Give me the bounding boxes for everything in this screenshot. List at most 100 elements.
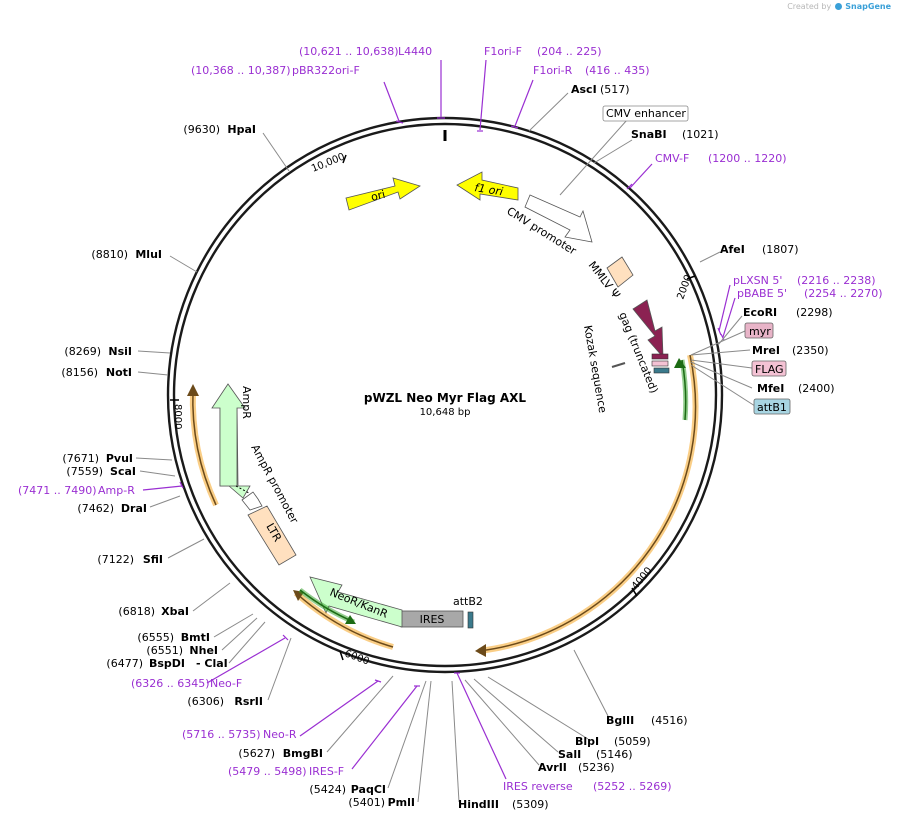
- green-orf-arrow[interactable]: [681, 359, 687, 421]
- site-sali-pos: (5146): [596, 748, 633, 761]
- tick-4000: [631, 587, 638, 597]
- tick-6000: [339, 650, 344, 661]
- watermark: Created by SnapGene: [787, 2, 891, 11]
- primer-plxsn-name[interactable]: pLXSN 5': [733, 274, 782, 287]
- cmv-enhancer-box[interactable]: [602, 105, 689, 122]
- site-bspdi-name[interactable]: BspDI: [149, 657, 185, 670]
- site-hpai-name[interactable]: HpaI: [227, 123, 256, 136]
- site-hpai-pos: (9630): [183, 123, 220, 136]
- primer-neo-f-range: (6326 .. 6345): [131, 677, 210, 690]
- primer-ires-reverse-name[interactable]: IRES reverse: [503, 780, 573, 793]
- primer-pbr322ori-f-range: (10,368 .. 10,387): [191, 64, 291, 77]
- leader-snabi: [593, 139, 633, 164]
- primer-f1ori-r-name[interactable]: F1ori-R: [533, 64, 573, 77]
- primer-ires-f-name[interactable]: IRES-F: [309, 765, 344, 778]
- cmv-promoter-arrow[interactable]: [524, 194, 593, 243]
- primer-neo-r-range: (5716 .. 5735): [182, 728, 261, 741]
- leader-neo-f: [206, 637, 286, 684]
- site-paqci-name[interactable]: PaqCI: [351, 783, 386, 796]
- amp-orf-arrow[interactable]: [192, 389, 217, 506]
- site-snabi-name[interactable]: SnaBI: [631, 128, 667, 141]
- leader-pbabe: [722, 297, 736, 338]
- site-blpi-name[interactable]: BlpI: [575, 735, 599, 748]
- ori-arrow[interactable]: [345, 177, 421, 211]
- mmlv-psi-box[interactable]: [606, 256, 634, 288]
- myr-block[interactable]: [651, 353, 669, 360]
- site-sfii-pos: (7122): [97, 553, 134, 566]
- site-mlui-name[interactable]: MluI: [135, 248, 162, 261]
- ampr-promoter-arrow[interactable]: [241, 491, 263, 511]
- site-sfii-name[interactable]: SfiI: [143, 553, 163, 566]
- f1-ori-arrow[interactable]: [456, 171, 519, 201]
- neo-orf-arrow[interactable]: [295, 592, 394, 648]
- primer-neo-f-name[interactable]: Neo-F: [210, 677, 242, 690]
- primer-pbabe-name[interactable]: pBABE 5': [737, 287, 787, 300]
- primer-l4440-name[interactable]: L4440: [398, 45, 432, 58]
- leader-paqci: [387, 680, 427, 789]
- backbone-inner: [172, 122, 718, 668]
- leader-bglii: [573, 649, 609, 717]
- site-ecori-name[interactable]: EcoRI: [743, 306, 777, 319]
- site-rsrii-name[interactable]: RsrII: [234, 695, 263, 708]
- site-hindiii-name[interactable]: HindIII: [458, 798, 499, 811]
- flag-box[interactable]: [751, 360, 787, 377]
- primer-amp-r-name[interactable]: Amp-R: [98, 484, 135, 497]
- plasmid-name: pWZL Neo Myr Flag AXL: [364, 391, 527, 405]
- leader-drai: [149, 495, 181, 508]
- site-avrii-pos: (5236): [578, 761, 615, 774]
- ampr-arrow[interactable]: [211, 383, 246, 487]
- attb1-block[interactable]: [653, 367, 670, 374]
- site-sali-name[interactable]: SalI: [558, 748, 581, 761]
- leader-pmli: [417, 680, 432, 803]
- ltr-box[interactable]: [247, 505, 297, 566]
- primer-pbr322ori-f-name[interactable]: pBR322ori-F: [292, 64, 360, 77]
- leader-flag: [690, 359, 753, 369]
- site-xbai-name[interactable]: XbaI: [161, 605, 189, 618]
- attb2-block[interactable]: [467, 611, 474, 629]
- site-scai-name[interactable]: ScaI: [110, 465, 136, 478]
- snapgene-logo-icon: [834, 3, 842, 10]
- site-nsii-name[interactable]: NsiI: [108, 345, 132, 358]
- attb1-box[interactable]: [753, 398, 791, 415]
- site-pvui-name[interactable]: PvuI: [106, 452, 133, 465]
- site-bglii-name[interactable]: BglII: [606, 714, 634, 727]
- attb1-label: attB1: [757, 401, 787, 414]
- site-ecori-pos: (2298): [796, 306, 833, 319]
- cmv-enhancer-label: CMV enhancer: [606, 107, 686, 120]
- leader-cmv-f: [629, 163, 653, 189]
- primer-cmv-f-name[interactable]: CMV-F: [655, 152, 689, 165]
- leader-neo-r: [299, 680, 379, 737]
- leader-pbr322ori-f: [383, 81, 400, 122]
- site-nhei-pos: (6551): [146, 644, 183, 657]
- site-snabi-pos: (1021): [682, 128, 719, 141]
- site-labels-right: AscI (517) SnaBI (1021) AfeI (1807) EcoR…: [458, 83, 835, 811]
- primer-amp-r-range: (7471 .. 7490): [18, 484, 97, 497]
- leader-amp-r: [142, 485, 183, 491]
- ampr-promoter-junction: [235, 485, 250, 494]
- site-pmli-name[interactable]: PmlI: [388, 796, 415, 809]
- leader-bmti: [213, 613, 254, 638]
- site-noti-name[interactable]: NotI: [106, 366, 132, 379]
- site-asci-name[interactable]: AscI: [571, 83, 597, 96]
- ampr-label: AmpR: [240, 386, 253, 419]
- primer-plxsn-range: (2216 .. 2238): [797, 274, 876, 287]
- myr-box[interactable]: [744, 322, 774, 339]
- site-afei-name[interactable]: AfeI: [720, 243, 745, 256]
- site-nhei-name[interactable]: NheI: [189, 644, 218, 657]
- tick-label-6000: 6000: [343, 648, 371, 667]
- site-mrei-pos: (2350): [792, 344, 829, 357]
- site-bmgbi-name[interactable]: BmgBI: [283, 747, 323, 760]
- site-mfei-name[interactable]: MfeI: [757, 382, 784, 395]
- neor-arrow[interactable]: [309, 576, 403, 628]
- primer-pbabe-range: (2254 .. 2270): [804, 287, 883, 300]
- site-avrii-name[interactable]: AvrII: [538, 761, 567, 774]
- primer-f1ori-f-name[interactable]: F1ori-F: [484, 45, 522, 58]
- gag-arrow[interactable]: [632, 299, 664, 359]
- flag-block[interactable]: [651, 360, 669, 367]
- axl-orf-arrow[interactable]: [478, 354, 697, 652]
- site-drai-name[interactable]: DraI: [121, 502, 147, 515]
- primer-neo-r-name[interactable]: Neo-R: [263, 728, 297, 741]
- site-clai-name[interactable]: - ClaI: [196, 657, 228, 670]
- site-bmti-name[interactable]: BmtI: [181, 631, 210, 644]
- site-mrei-name[interactable]: MreI: [752, 344, 780, 357]
